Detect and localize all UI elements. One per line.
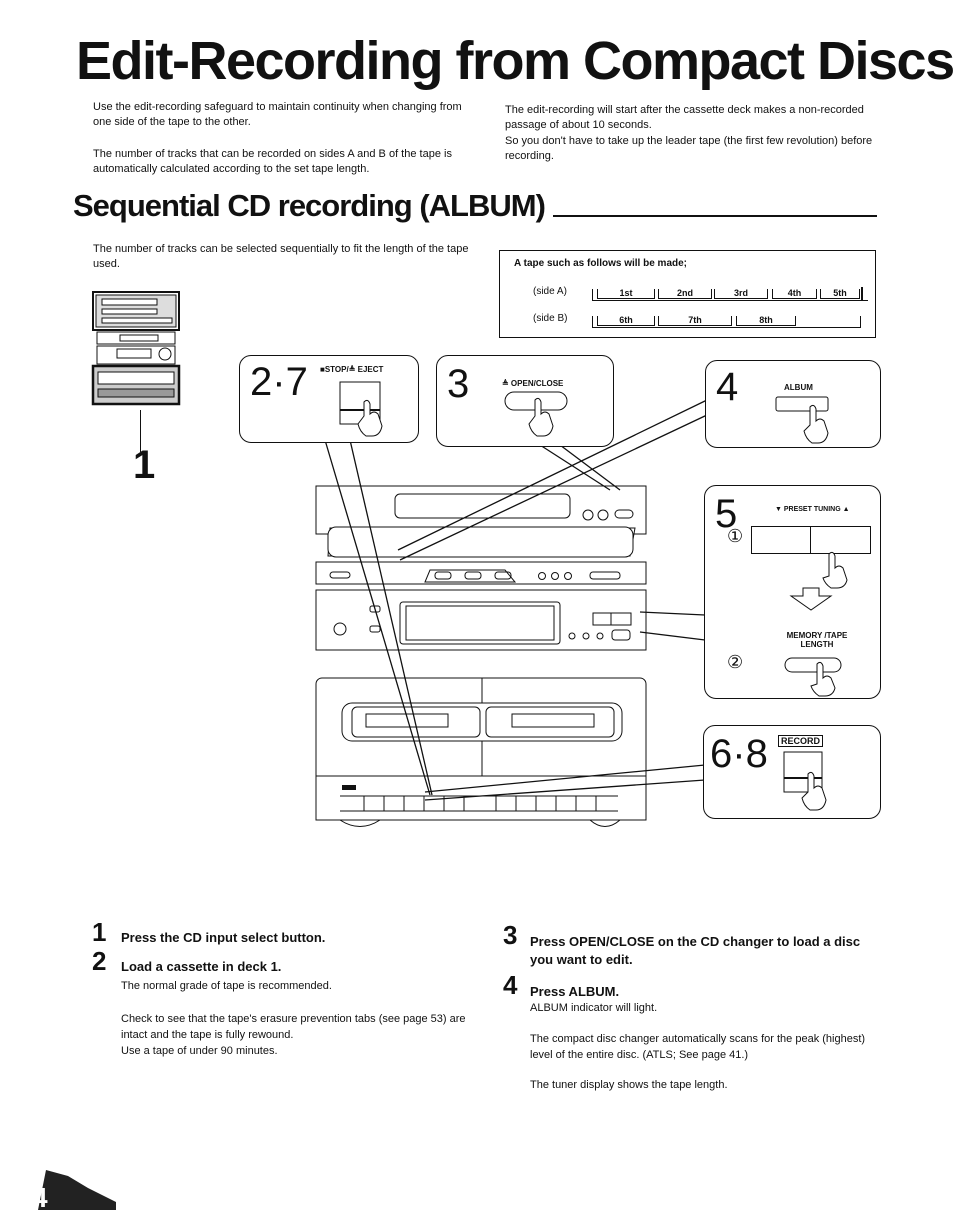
system-thumbnail: [91, 291, 181, 406]
album-button[interactable]: [772, 391, 852, 445]
side-a-track: 3rd: [714, 289, 768, 299]
press-hand-icon: [822, 551, 848, 589]
label-1-leader: [140, 410, 141, 452]
step-3-number: 3: [503, 920, 518, 950]
section-text: The number of tracks can be selected seq…: [93, 243, 469, 270]
callout-step-number: 4: [716, 365, 739, 409]
page-number: 4: [32, 1182, 48, 1213]
heading-rule: [553, 215, 877, 217]
record-label: RECORD: [778, 735, 824, 747]
side-a-track: 5th: [820, 289, 860, 299]
memory-tape-length-label: MEMORY /TAPE LENGTH: [786, 631, 848, 649]
circled-two: ②: [727, 652, 744, 672]
tape-diagram-box: A tape such as follows will be made; (si…: [499, 250, 876, 338]
press-hand-icon: [803, 404, 829, 444]
side-a-track: 2nd: [658, 289, 712, 299]
circled-one: ①: [727, 526, 744, 546]
label-1: 1: [133, 443, 156, 487]
side-b-track: 6th: [597, 316, 655, 326]
callout-album: 4 ALBUM: [705, 360, 881, 448]
preset-tuning-buttons[interactable]: [751, 526, 871, 554]
step-4-heading: Press ALBUM.: [530, 984, 620, 999]
intro-left-p1: Use the edit-recording safeguard to main…: [93, 101, 462, 128]
side-b-track: 7th: [658, 316, 732, 326]
intro-right-p1: The edit-recording will start after the …: [505, 104, 864, 131]
section-heading: Sequential CD recording (ALBUM): [73, 188, 546, 223]
callout-step-number: 5: [715, 492, 738, 536]
callout-step-number: 6·8: [710, 732, 768, 776]
intro-right-p2: So you don't have to take up the leader …: [505, 135, 873, 162]
step-1-heading: Press the CD input select button.: [121, 930, 326, 945]
preset-tuning-label: ▼ PRESET TUNING ▲: [775, 506, 850, 513]
step-2-heading: Load a cassette in deck 1.: [121, 959, 282, 974]
callout-stop-eject: 2·7 ■STOP/≜ EJECT: [239, 355, 419, 443]
step-2-text: Use a tape of under 90 minutes.: [121, 1045, 278, 1057]
callout-open-close: 3 ≜ OPEN/CLOSE: [436, 355, 614, 447]
step-2-number: 2: [92, 946, 107, 976]
open-close-button[interactable]: [501, 386, 581, 438]
callout-step-number: 2·7: [250, 360, 308, 404]
stop-eject-label: ■STOP/≜ EJECT: [320, 365, 384, 374]
callout-record: 6·8 RECORD: [703, 725, 881, 819]
intro-left-p2: The number of tracks that can be recorde…: [93, 148, 452, 175]
side-b-label: (side B): [533, 313, 568, 324]
step-2-text: The normal grade of tape is recommended.: [121, 980, 332, 992]
side-a-track: 4th: [772, 289, 817, 299]
stop-eject-button[interactable]: [336, 378, 396, 442]
press-hand-icon: [528, 397, 554, 437]
side-b-tape: [592, 316, 861, 328]
record-button[interactable]: [780, 748, 850, 816]
stereo-system-illustration: [315, 485, 647, 827]
step-3-heading: Press OPEN/CLOSE on the CD changer to lo…: [530, 934, 861, 967]
callout-step-number: 3: [447, 362, 470, 406]
page-title: Edit-Recording from Compact Discs: [76, 31, 954, 91]
press-hand-icon: [357, 399, 383, 437]
open-close-label: ≜ OPEN/CLOSE: [502, 379, 564, 388]
step-4-text: ALBUM indicator will light.: [530, 1002, 658, 1014]
page-corner-graphic: [38, 1170, 116, 1210]
side-a-track: 1st: [597, 289, 655, 299]
press-hand-icon: [810, 661, 836, 697]
tape-box-heading: A tape such as follows will be made;: [514, 258, 688, 269]
side-b-track: 8th: [736, 316, 796, 326]
album-label: ALBUM: [784, 383, 813, 392]
step-4-number: 4: [503, 970, 518, 1000]
side-a-tape: [592, 289, 868, 301]
step-1-number: 1: [92, 917, 107, 947]
memory-tape-length-button[interactable]: [781, 654, 861, 698]
side-a-label: (side A): [533, 286, 567, 297]
step-2-text: Check to see that the tape's erasure pre…: [121, 1013, 466, 1041]
step-4-text: The compact disc changer automatically s…: [530, 1033, 866, 1061]
arrow-down-icon: [789, 587, 833, 611]
callout-preset-tuning: 5 ▼ PRESET TUNING ▲ ① MEMORY /TAPE LENGT…: [704, 485, 881, 699]
press-hand-icon: [801, 771, 827, 811]
step-4-text: The tuner display shows the tape length.: [530, 1079, 728, 1091]
